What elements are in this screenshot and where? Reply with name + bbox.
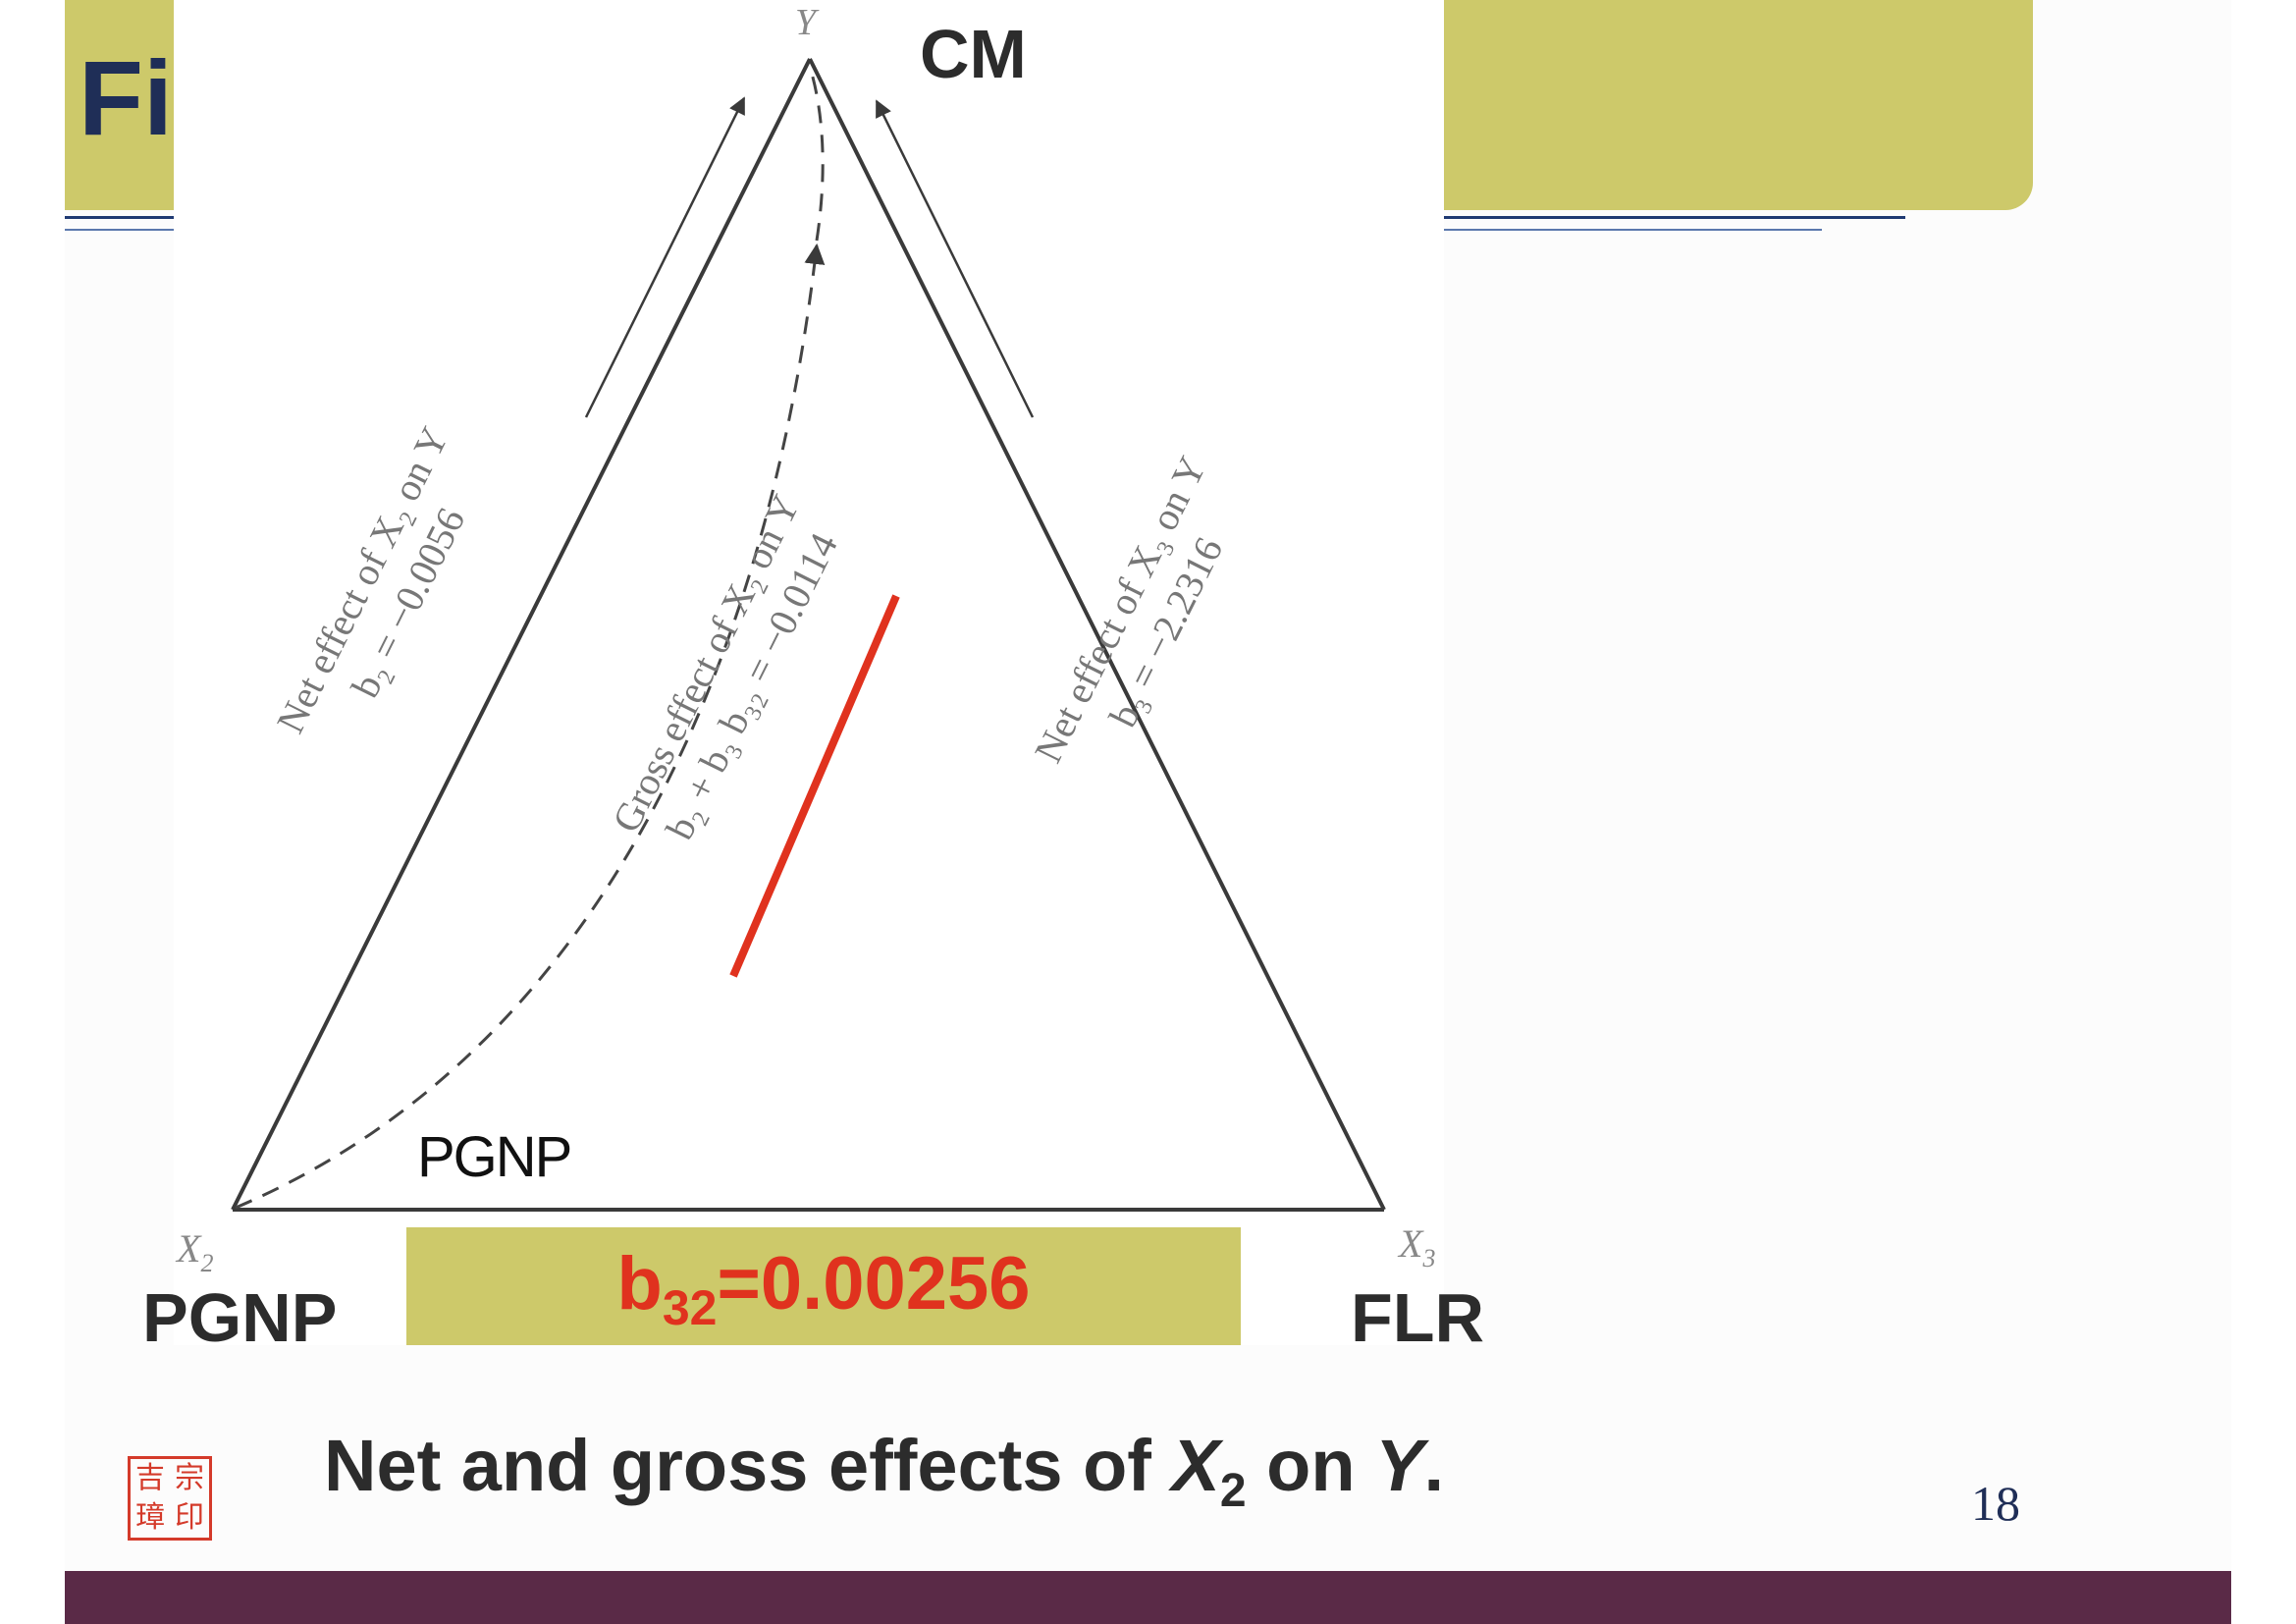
- vertex-name-right: FLR: [1351, 1279, 1485, 1356]
- coefficient-box: b32=0.00256: [406, 1227, 1241, 1345]
- triangle-left-edge: [231, 58, 812, 1211]
- footer-bar: [65, 1571, 2231, 1624]
- vertex-x2-symbol: X2: [175, 1226, 213, 1277]
- author-seal: 吉宗 璋印: [128, 1456, 212, 1541]
- vertex-y-symbol: Y: [795, 2, 820, 43]
- vertex-x3-symbol: X3: [1397, 1221, 1435, 1272]
- figure-panel: [174, 0, 1444, 1345]
- vertex-name-top: CM: [920, 16, 1027, 92]
- gross-effect-label: Gross effect of X₂ on Y b₂ + b₃ b₃₂ = −0…: [604, 488, 846, 846]
- right-net-effect-arrow: [875, 99, 1035, 418]
- gross-effect-curve: [235, 243, 826, 1210]
- triangle-right-edge: [808, 58, 1386, 1211]
- left-edge-label: Net effect of X₂ on Y b₂ = −0.0056: [268, 420, 474, 740]
- slide-title: Fi: [79, 38, 173, 157]
- page-number: 18: [1971, 1476, 2020, 1531]
- highlight-red-line: [729, 594, 900, 978]
- figure-caption: Net and gross effects of X2 on Y.: [324, 1425, 1445, 1517]
- gross-effect-curve-top: [808, 66, 825, 242]
- right-edge-label: Net effect of X₃ on Y b₃ = −2.2316: [1026, 450, 1232, 770]
- inner-pgnp-label: PGNP: [417, 1125, 572, 1189]
- coefficient-text: b32=0.00256: [616, 1242, 1031, 1336]
- vertex-name-left: PGNP: [142, 1279, 338, 1356]
- left-net-effect-arrow: [584, 96, 746, 418]
